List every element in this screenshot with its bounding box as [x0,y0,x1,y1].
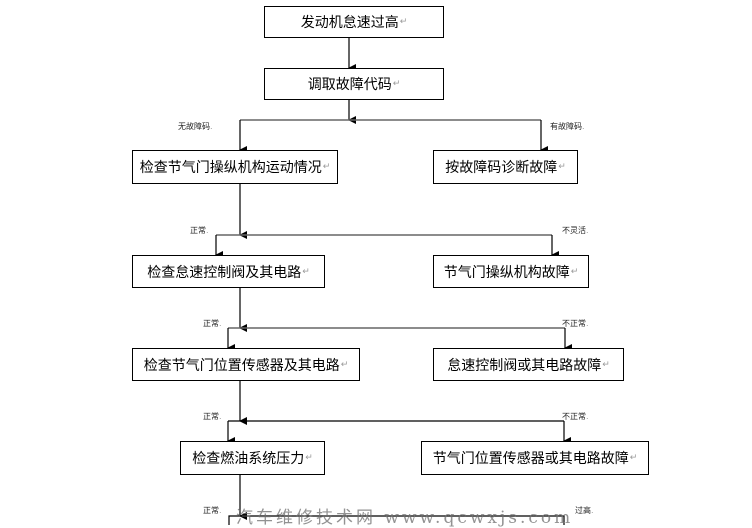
node-read-fault-codes: 调取故障代码↵ [264,68,444,100]
node-idle-valve-fault: 怠速控制阀或其电路故障↵ [433,348,624,381]
edge-label-has-code: 有故障码. [550,122,585,131]
node-label: 调取故障代码 [307,77,392,93]
watermark-text: 汽车维修技术网 www.qcwxjs.com [236,508,574,528]
node-check-throttle-linkage: 检查节气门操纵机构运动情况↵ [132,150,338,184]
paragraph-mark: ↵ [392,79,401,89]
edge-label-abnormal-2: 不正常. [562,412,589,421]
paragraph-mark: ↵ [340,359,349,370]
node-label: 发动机怠速过高 [300,15,399,31]
bottom-box-edge [228,515,565,525]
node-label: 检查怠速控制阀及其电路 [147,264,302,281]
node-label: 怠速控制阀或其电路故障 [447,357,602,374]
node-label: 按故障码诊断故障 [445,160,558,176]
node-tps-fault: 节气门位置传感器或其电路故障↵ [421,441,649,475]
node-check-fuel-pressure: 检查燃油系统压力↵ [180,441,325,475]
node-label: 节气门位置传感器或其电路故障 [432,451,629,467]
edge-label-not-flexible: 不灵活. [562,226,589,235]
paragraph-mark: ↵ [305,453,313,463]
paragraph-mark: ↵ [570,266,579,277]
paragraph-mark: ↵ [302,266,310,277]
node-label: 检查燃油系统压力 [192,451,305,467]
paragraph-mark: ↵ [322,162,331,172]
node-check-throttle-position-sensor: 检查节气门位置传感器及其电路↵ [132,348,360,381]
node-label: 检查节气门位置传感器及其电路 [143,357,340,374]
paragraph-mark: ↵ [558,162,566,172]
node-check-idle-control-valve: 检查怠速控制阀及其电路↵ [132,255,325,288]
edge-label-normal-4: 正常. [203,506,222,515]
paragraph-mark: ↵ [602,359,610,370]
edge-label-normal-1: 正常. [190,226,209,235]
edge-label-normal-2: 正常. [203,319,222,328]
node-label: 检查节气门操纵机构运动情况 [139,160,322,176]
edge-label-abnormal-1: 不正常. [562,319,589,328]
node-diagnose-by-code: 按故障码诊断故障↵ [433,150,578,184]
node-label: 节气门操纵机构故障 [443,264,570,281]
paragraph-mark: ↵ [629,453,638,463]
node-throttle-linkage-fault: 节气门操纵机构故障↵ [433,255,589,288]
edge-label-normal-3: 正常. [203,412,222,421]
edge-label-too-high: 过高. [575,506,594,515]
edge-label-no-code: 无故障码. [178,122,213,131]
node-engine-idle-too-high: 发动机怠速过高↵ [264,6,444,38]
paragraph-mark: ↵ [399,17,408,27]
